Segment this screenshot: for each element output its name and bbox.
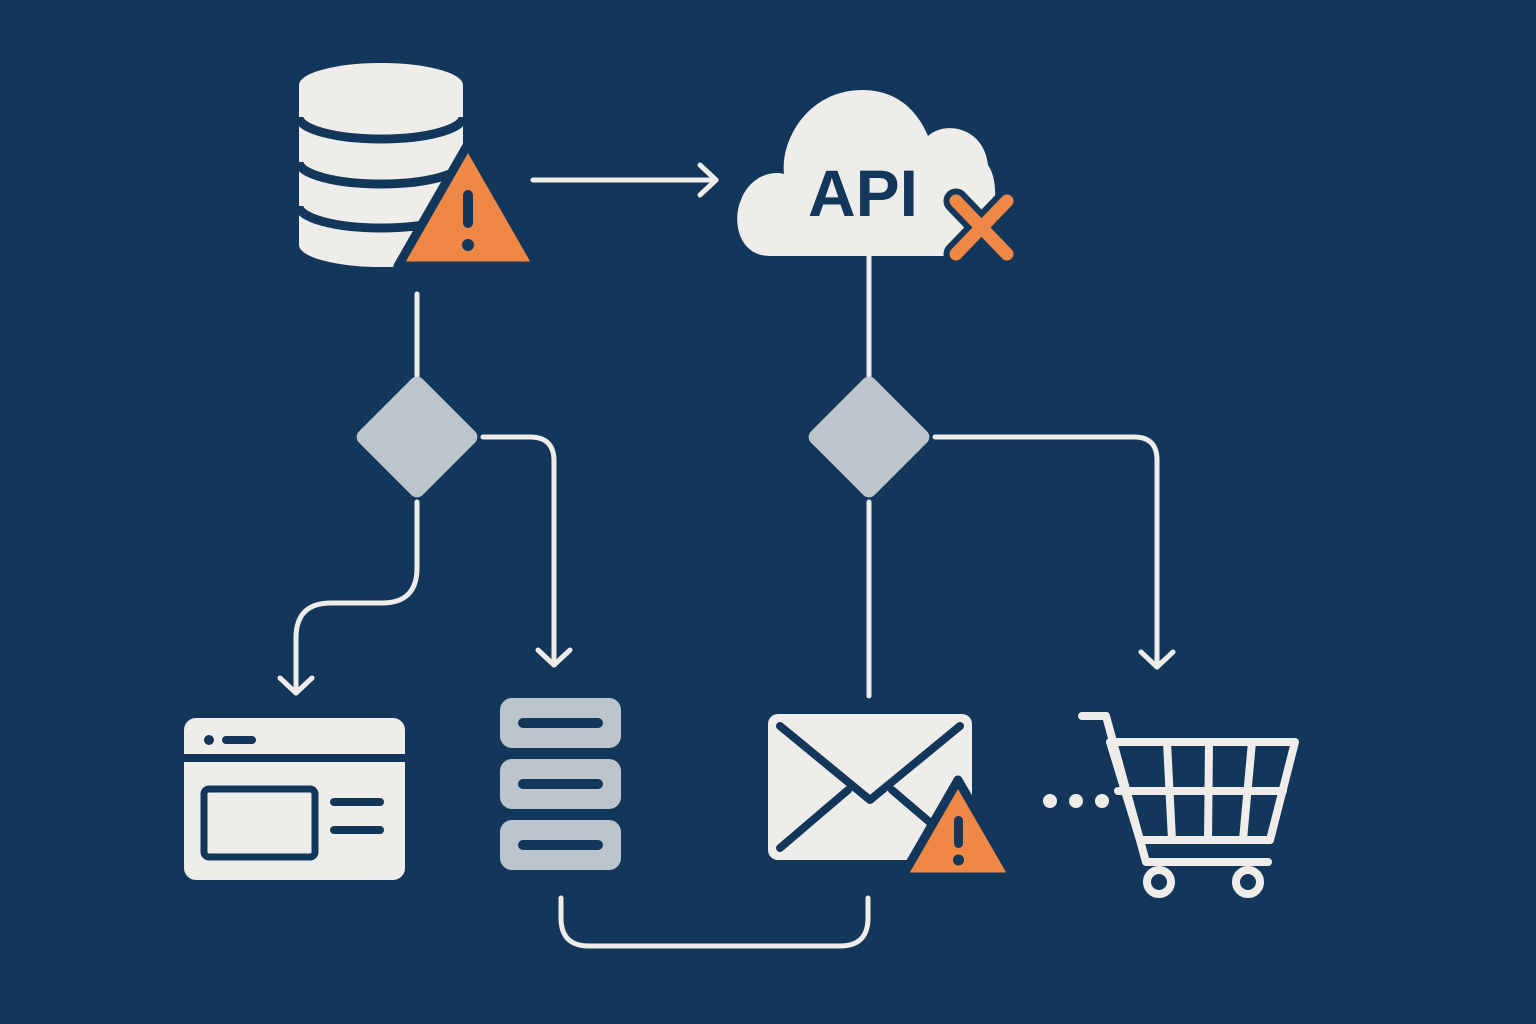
line-server-to-email xyxy=(558,895,871,949)
cloud-icon: API xyxy=(737,90,996,256)
error-x-icon xyxy=(943,188,1020,267)
arrow-decision-to-server xyxy=(480,434,573,668)
arrow-decision-to-cart xyxy=(932,434,1176,670)
connectors xyxy=(277,162,1176,949)
browser-window-icon xyxy=(184,718,405,880)
arrow-database-to-api xyxy=(530,162,719,198)
decision-diamond-right xyxy=(808,376,930,498)
warning-icon xyxy=(897,775,1019,882)
warning-icon xyxy=(393,139,543,271)
api-label: API xyxy=(808,156,918,230)
envelope-icon xyxy=(768,714,972,860)
shopping-cart-icon xyxy=(1078,712,1299,898)
ellipsis-dots xyxy=(1043,794,1109,808)
decision-diamond-left xyxy=(356,376,478,498)
server-rack-icon xyxy=(500,698,621,870)
arrow-decision-to-webpage xyxy=(277,499,420,696)
